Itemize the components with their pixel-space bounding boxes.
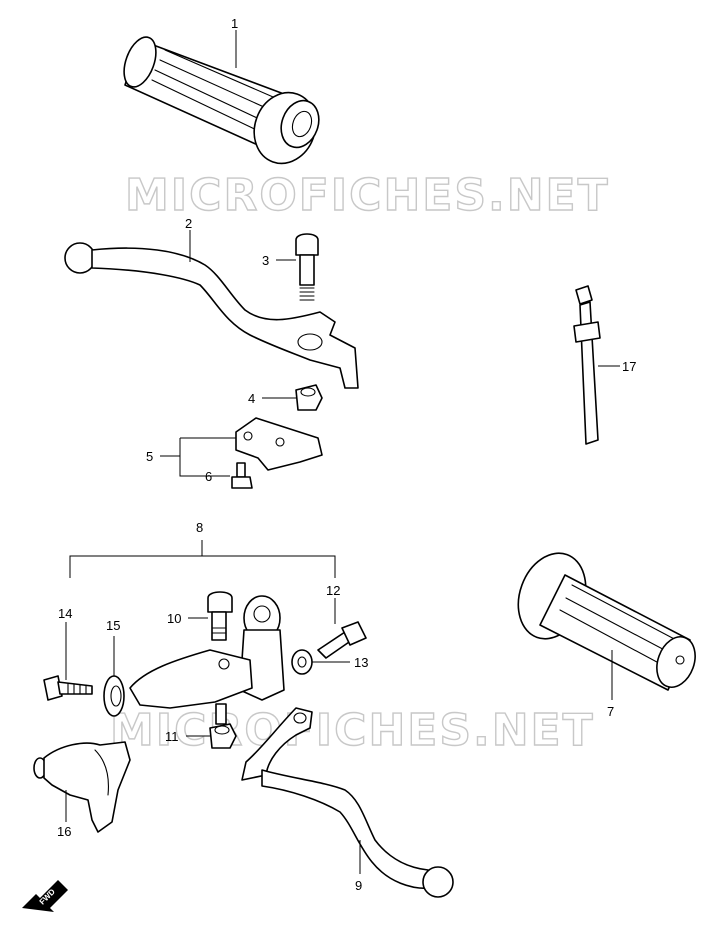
part-12-bolt[interactable] [317,621,367,659]
part-16-lever-cover[interactable] [33,741,131,833]
callout-11: 11 [165,729,179,744]
watermark-top: MICROFICHES.NET [125,170,610,221]
part-13-washer[interactable] [291,649,313,675]
part-5-brake-switch[interactable] [235,417,323,471]
callout-3: 3 [262,253,269,268]
watermark-bottom: MICROFICHES.NET [110,705,595,756]
part-6-screw[interactable] [231,462,253,489]
callout-6: 6 [205,469,212,484]
part-7-grip-left[interactable] [507,544,702,693]
part-11-nut[interactable] [209,703,237,749]
callout-12: 12 [326,583,340,598]
part-14-adjuster-bolt[interactable] [43,675,93,701]
callout-8: 8 [196,520,203,535]
callout-17: 17 [622,359,636,374]
callout-10: 10 [167,611,181,626]
callout-2: 2 [185,216,192,231]
part-3-pivot-bolt[interactable] [295,233,319,301]
part-9-clutch-lever[interactable] [241,707,454,898]
part-1-grip-right[interactable] [118,33,326,172]
callout-4: 4 [248,391,255,406]
callout-15: 15 [106,618,120,633]
part-4-nut[interactable] [295,384,323,411]
callout-16: 16 [57,824,71,839]
callout-1: 1 [231,16,238,31]
callout-5: 5 [146,449,153,464]
part-8-clutch-holder[interactable] [129,595,285,709]
fwd-arrow-icon: FWD [22,880,68,912]
callout-9: 9 [355,878,362,893]
part-2-brake-lever[interactable] [64,242,359,389]
callout-7: 7 [607,704,614,719]
part-17-cable-tie[interactable] [573,285,601,445]
part-10-bolt[interactable] [207,591,233,641]
part-15-adjuster-wheel[interactable] [103,675,125,717]
callout-14: 14 [58,606,72,621]
callout-13: 13 [354,655,368,670]
